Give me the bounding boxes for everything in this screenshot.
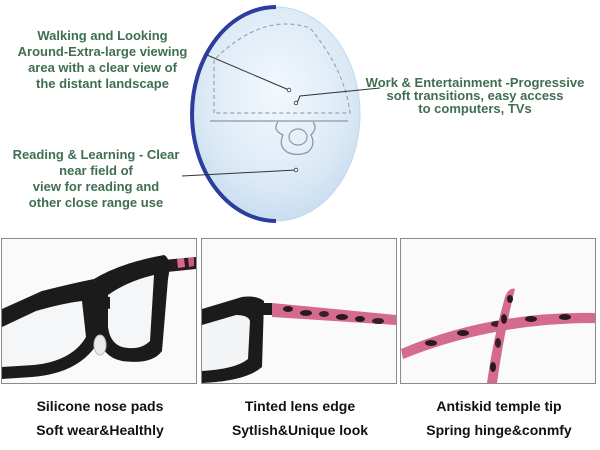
distance-zone-label: Walking and Looking Around-Extra-large v… xyxy=(17,28,188,91)
leader-left xyxy=(181,169,297,177)
tinted-lens-edge-icon xyxy=(202,239,396,383)
lens-diagram: Walking and Looking Around-Extra-large v… xyxy=(12,5,585,223)
caption-antiskid: Antiskid temple tip xyxy=(436,398,562,414)
caption-spring-hinge: Spring hinge&conmfy xyxy=(426,422,572,438)
panel-temple-tip xyxy=(400,238,596,384)
panel-tinted-edge xyxy=(201,238,397,384)
caption-soft-wear: Soft wear&Healthly xyxy=(36,422,164,438)
reading-zone-label: Reading & Learning - Clear near field of… xyxy=(12,147,180,210)
leader-right xyxy=(296,87,381,104)
nose-hole xyxy=(288,128,308,146)
leader-top xyxy=(206,54,290,91)
lens-blue-edge xyxy=(190,5,277,223)
nose-outline xyxy=(275,121,316,156)
intermediate-zone-label: Work & Entertainment -Progressive soft t… xyxy=(365,75,585,116)
lens-illustration xyxy=(181,5,381,223)
panel-nose-pads xyxy=(1,238,197,384)
leader-top-dot xyxy=(286,87,292,93)
leader-right-dot xyxy=(293,100,299,106)
glasses-front-icon xyxy=(2,239,196,383)
temple-tip-icon xyxy=(401,239,595,383)
leader-left-dot xyxy=(293,167,299,173)
caption-nose-pads: Silicone nose pads xyxy=(36,398,164,414)
caption-tinted-edge: Tinted lens edge xyxy=(244,398,356,414)
caption-stylish: Sytlish&Unique look xyxy=(231,422,369,438)
